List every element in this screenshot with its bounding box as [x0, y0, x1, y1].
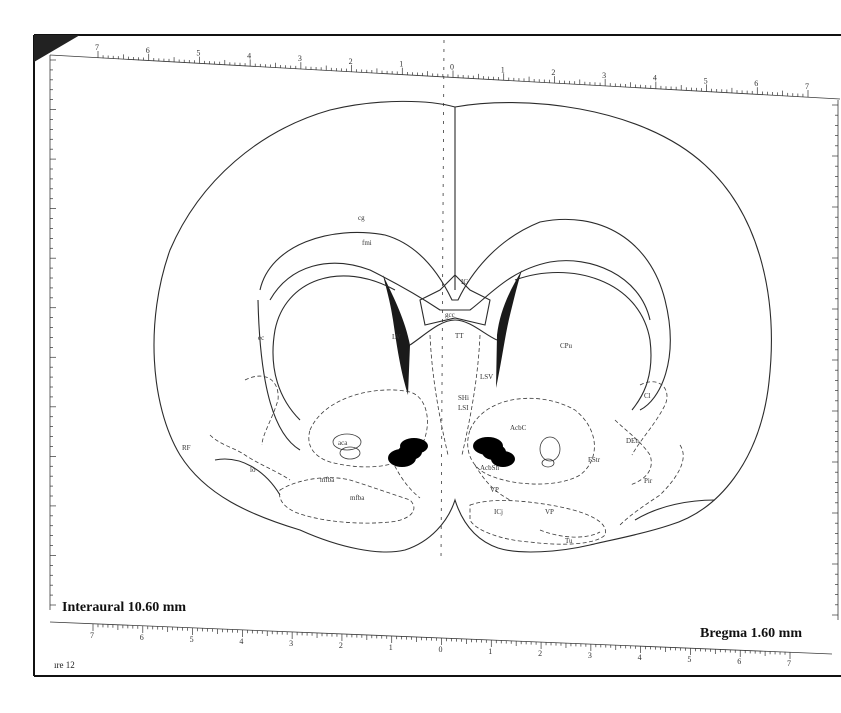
interaural-label: Interaural 10.60 mm — [62, 600, 186, 615]
top-ruler-tick-label: 5 — [196, 49, 200, 58]
top-ruler-tick-label: 1 — [399, 60, 403, 69]
label-shi: SHi — [458, 394, 469, 402]
top-ruler-tick-label: 2 — [349, 57, 353, 66]
bottom-ruler-tick-label: 3 — [289, 639, 293, 648]
label-vp-2: VP — [545, 508, 554, 516]
top-ruler-tick-label: 7 — [805, 82, 809, 91]
top-ruler-tick-label: 4 — [653, 74, 657, 83]
label-acbc: AcbC — [510, 424, 527, 432]
label-cl: Cl — [644, 392, 651, 400]
label-vp-1: VP — [490, 486, 499, 494]
label-rf: RF — [182, 444, 191, 452]
top-ruler-tick-label: 6 — [146, 46, 150, 55]
label-lo: lo — [250, 466, 256, 474]
label-pir: Pir — [644, 477, 653, 485]
top-ruler-tick-label: 3 — [602, 71, 606, 80]
top-ruler-tick-label: 7 — [95, 43, 99, 52]
bregma-label: Bregma 1.60 mm — [700, 626, 802, 641]
top-ruler-tick-label: 3 — [298, 54, 302, 63]
bottom-ruler-tick-label: 4 — [638, 653, 642, 662]
label-den: DEn — [626, 437, 639, 445]
bottom-ruler-tick-label: 6 — [140, 633, 144, 642]
figure-label: ıre 12 — [54, 660, 75, 670]
top-ruler-tick-label: 6 — [754, 79, 758, 88]
label-lv: LV — [392, 333, 401, 341]
label-acbsh: AcbSh — [480, 464, 500, 472]
bottom-ruler-tick-label: 2 — [538, 649, 542, 658]
label-cpu: CPu — [560, 342, 573, 350]
bottom-ruler-tick-label: 7 — [90, 631, 94, 640]
bottom-ruler-tick-label: 2 — [339, 641, 343, 650]
bottom-ruler-tick-label: 3 — [588, 651, 592, 660]
label-fstr: FStr — [588, 456, 601, 464]
label-icj: ICj — [494, 508, 503, 516]
label-lsi: LSI — [458, 404, 469, 412]
bottom-ruler-tick-label: 5 — [687, 655, 691, 664]
label-aca: aca — [338, 439, 348, 447]
bottom-ruler-tick-label: 1 — [488, 647, 492, 656]
top-ruler-tick-label: 4 — [247, 51, 251, 60]
label-gcc: gcc — [445, 311, 455, 319]
label-fmi: fmi — [362, 239, 372, 247]
top-ruler-tick-label: 2 — [551, 68, 555, 77]
top-ruler-tick-label: 1 — [501, 65, 505, 74]
label-lsv: LSV — [480, 373, 493, 381]
label-ig: IG — [461, 278, 468, 286]
bottom-ruler-tick-label: 0 — [439, 645, 443, 654]
label-cg: cg — [358, 214, 365, 222]
label-mfba-2: mfba — [350, 494, 365, 502]
bottom-ruler-tick-label: 6 — [737, 657, 741, 666]
label-tt: TT — [455, 332, 464, 340]
top-ruler-tick-label: 5 — [704, 76, 708, 85]
label-mfba-1: mfba — [320, 476, 335, 484]
bottom-ruler-tick-label: 7 — [787, 659, 791, 668]
top-ruler-tick-label: 0 — [450, 63, 454, 72]
label-ec: ec — [258, 334, 264, 342]
bottom-ruler-tick-label: 1 — [389, 643, 393, 652]
bottom-ruler-tick-label: 4 — [239, 637, 243, 646]
label-tu: Tu — [565, 537, 573, 545]
bottom-ruler-tick-label: 5 — [190, 635, 194, 644]
